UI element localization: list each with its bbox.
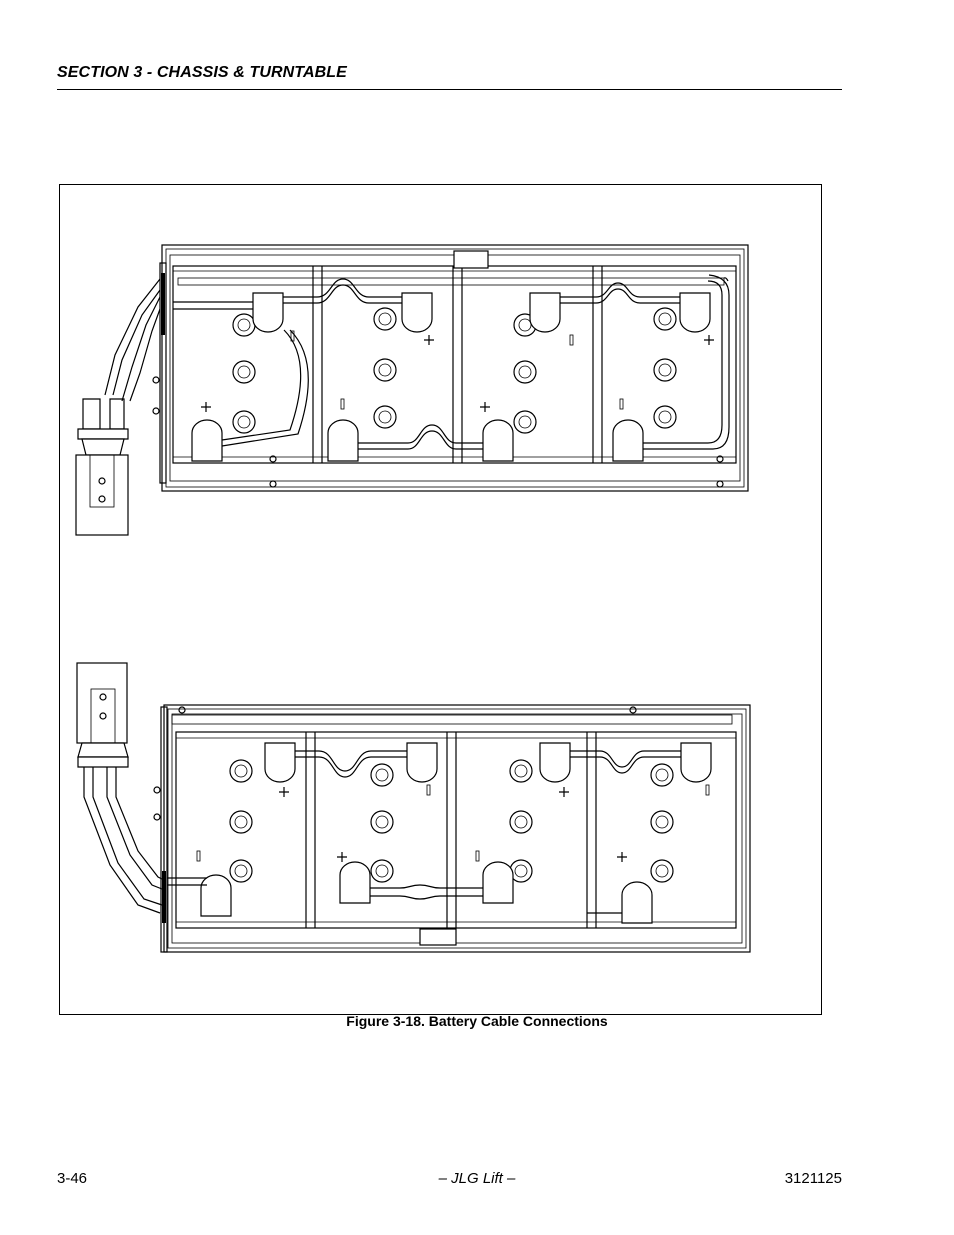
top-battery-tray bbox=[159, 244, 749, 492]
bottom-battery-cables bbox=[167, 750, 681, 914]
footer-publisher: – JLG Lift – bbox=[438, 1170, 516, 1187]
bottom-battery-terminals bbox=[200, 742, 712, 924]
top-tray-bolts bbox=[152, 376, 724, 488]
header-rule bbox=[57, 89, 842, 90]
top-battery-cables bbox=[173, 274, 730, 450]
figure-frame bbox=[59, 184, 822, 1015]
bottom-connector-assembly bbox=[76, 662, 163, 914]
section-title: SECTION 3 - CHASSIS & TURNTABLE bbox=[57, 64, 347, 81]
top-battery-terminals bbox=[191, 292, 711, 462]
bottom-battery-posts bbox=[196, 759, 710, 883]
document-number: 3121125 bbox=[784, 1170, 842, 1187]
figure-caption: Figure 3-18. Battery Cable Connections bbox=[346, 1013, 608, 1029]
bottom-tray-bolts bbox=[153, 706, 637, 821]
page-number: 3-46 bbox=[57, 1170, 88, 1187]
top-connector-assembly bbox=[75, 278, 161, 536]
battery-cable-diagram bbox=[75, 244, 751, 953]
top-battery-posts bbox=[201, 307, 714, 434]
bottom-battery-tray bbox=[160, 704, 751, 953]
